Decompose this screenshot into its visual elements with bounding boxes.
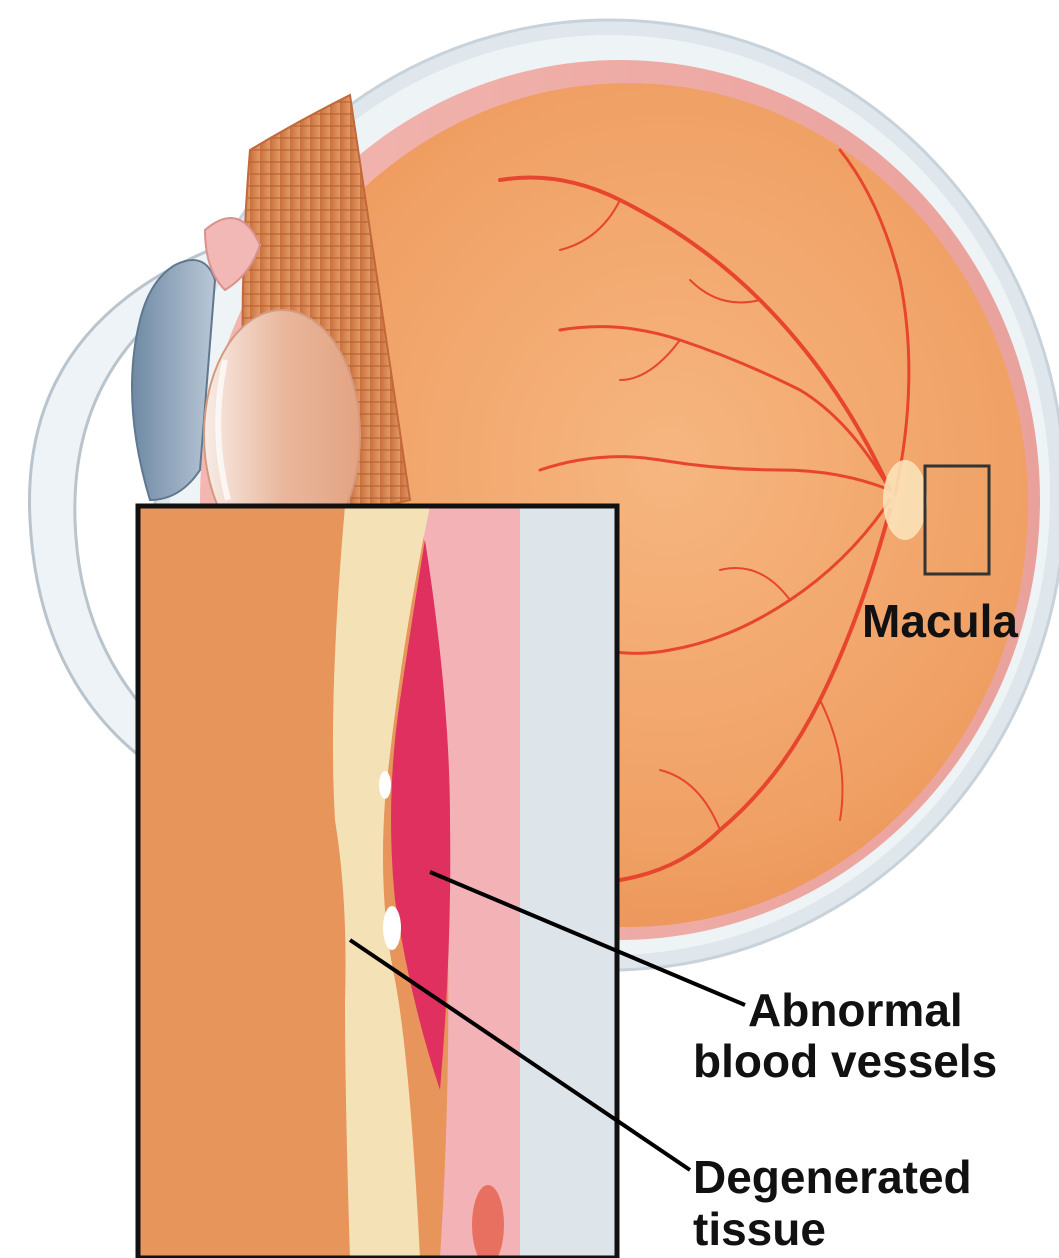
inset-magnified-view xyxy=(138,506,617,1258)
label-degenerated-line1: Degenerated xyxy=(693,1152,972,1202)
label-abnormal-vessels-line1: Abnormal xyxy=(748,985,963,1035)
inset-sclera xyxy=(515,506,617,1258)
label-macula: Macula xyxy=(862,596,1018,646)
label-abnormal-vessels-line2: blood vessels xyxy=(693,1036,997,1086)
optic-disc xyxy=(883,460,927,540)
label-degenerated-line2: tissue xyxy=(693,1204,826,1254)
